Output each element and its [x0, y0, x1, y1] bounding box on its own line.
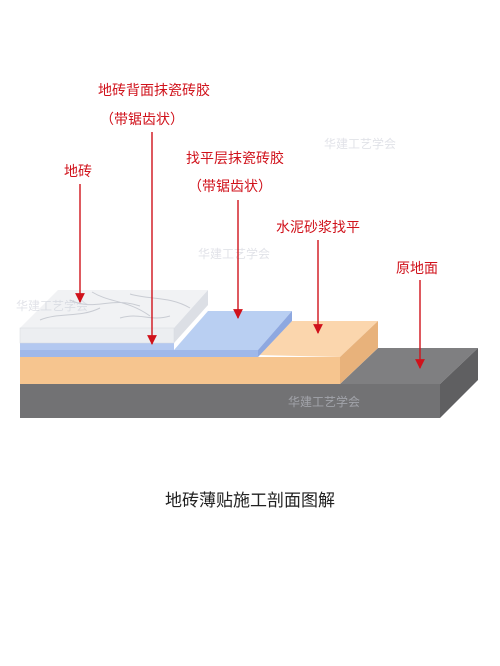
label-cement-mortar: 水泥砂浆找平 — [276, 220, 360, 236]
diagram-title: 地砖薄贴施工剖面图解 — [165, 491, 335, 511]
label-leveling-adhesive: 找平层抹瓷砖胶 — [186, 151, 284, 167]
tile-back-adhesive-front — [20, 343, 174, 350]
floor-tile-front — [19, 327, 175, 344]
original-floor-layer — [20, 348, 478, 418]
tile-back-adhesive-layer — [20, 343, 174, 350]
cement-mortar-front — [20, 357, 340, 384]
cement-mortar-end — [340, 321, 378, 384]
floor-tile — [19, 290, 208, 344]
label-floor-tile: 地砖 — [64, 164, 92, 180]
floor-tile-top — [20, 290, 208, 328]
watermark: 华建工艺学会 — [16, 298, 88, 313]
leveling-adhesive-end — [258, 311, 292, 357]
leveling-adhesive-front — [20, 350, 258, 357]
leveling-adhesive-top — [174, 311, 292, 350]
watermark: 华建工艺学会 — [324, 136, 396, 151]
original-floor-front — [20, 384, 440, 418]
marble-veining — [39, 291, 191, 321]
floor-tile-end — [174, 290, 208, 343]
label-tile-back-adhesive-note: （带锯齿状） — [100, 112, 184, 128]
cement-mortar-layer — [20, 321, 378, 384]
original-floor-end — [440, 348, 478, 418]
label-tile-back-adhesive: 地砖背面抹瓷砖胶 — [98, 83, 210, 99]
label-original-floor: 原地面 — [396, 261, 438, 277]
label-leveling-adhesive-note: （带锯齿状） — [188, 179, 272, 195]
leveling-adhesive-layer — [20, 311, 292, 357]
original-floor-top — [340, 348, 478, 384]
cement-mortar-top — [258, 321, 378, 357]
watermark: 华建工艺学会 — [288, 394, 360, 409]
watermark: 华建工艺学会 — [198, 246, 270, 261]
